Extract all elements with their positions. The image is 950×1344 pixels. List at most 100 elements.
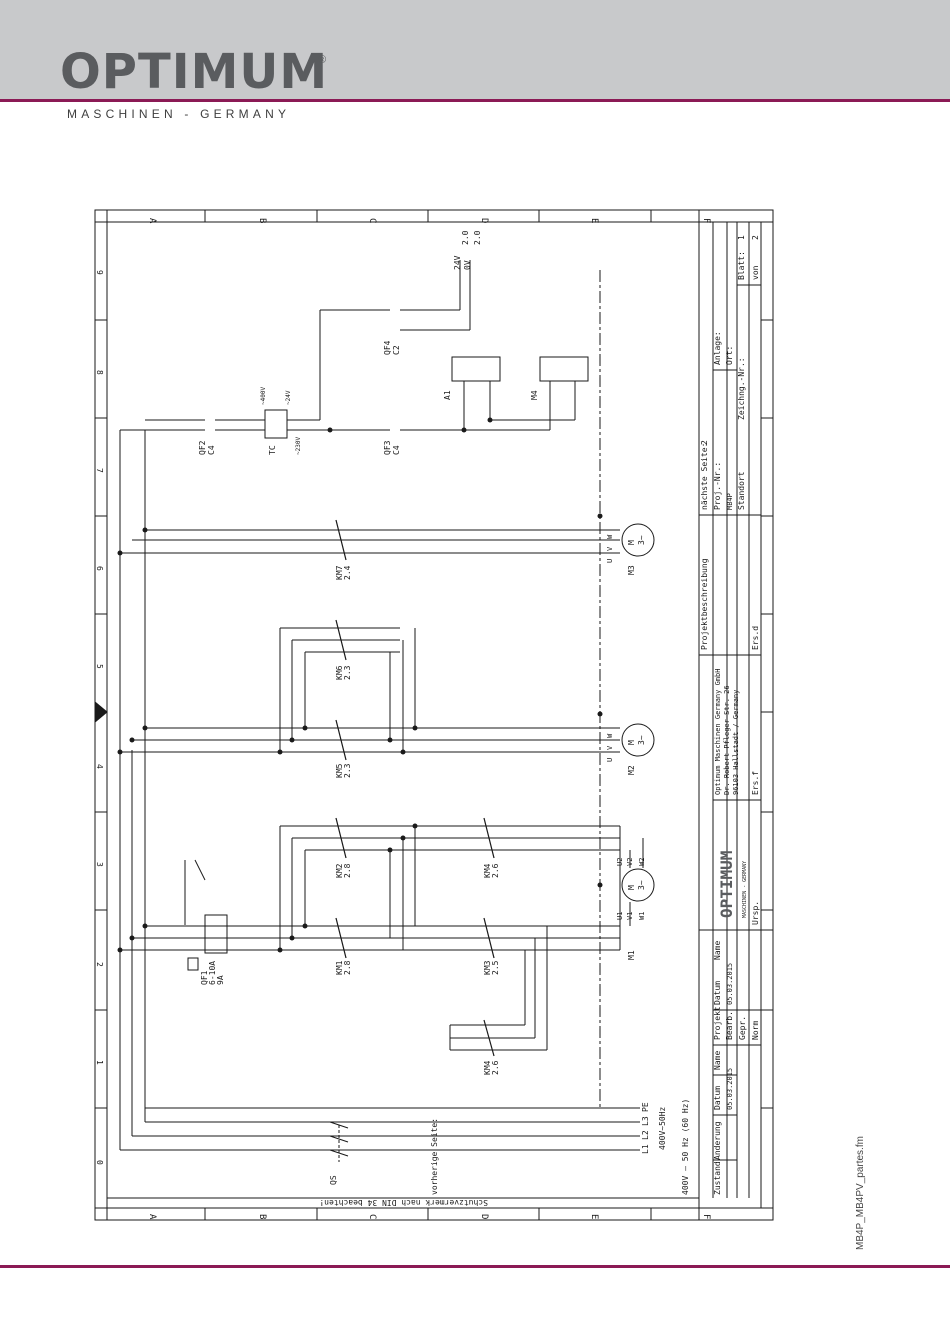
tb-blatt-number: 1 bbox=[737, 235, 746, 240]
km4b-ref: 2.6 bbox=[491, 1060, 500, 1075]
tb-next-page-label: vorherige Seite: bbox=[430, 1118, 439, 1195]
tb-logo: OPTIMUM bbox=[717, 851, 736, 918]
tb-name2: Name bbox=[713, 941, 722, 960]
motor-m1-phase: 3~ bbox=[637, 880, 646, 890]
column-number: 5 bbox=[95, 664, 104, 669]
tb-city: 96103 Hallstadt / Germany bbox=[732, 690, 740, 795]
tb-bearb-date: 05.03.2015 bbox=[726, 963, 734, 1005]
tb-zustand: Zustand bbox=[713, 1161, 722, 1195]
qf2-label: QF2 bbox=[198, 440, 207, 455]
zone-letter: B bbox=[257, 218, 267, 223]
tb-datum: Datum bbox=[713, 1086, 722, 1110]
zone-letter: E bbox=[589, 218, 599, 223]
column-number: 0 bbox=[95, 1160, 104, 1165]
qf1-label: QF1 bbox=[200, 970, 209, 985]
qf3-rating: C4 bbox=[392, 445, 401, 455]
motor-m1-label: M1 bbox=[627, 950, 636, 960]
phase-pe: PE bbox=[641, 1102, 650, 1112]
motor-m2-symbol: M bbox=[627, 740, 636, 745]
header-accent-line bbox=[0, 99, 950, 102]
km7-label: KM7 bbox=[335, 565, 344, 580]
column-number: 1 bbox=[95, 1060, 104, 1065]
motor-m3-symbol: M bbox=[627, 540, 636, 545]
out-24v-label: 24V bbox=[453, 255, 462, 270]
tb-aenderung: Änderung bbox=[712, 1121, 722, 1160]
m3-terminal-u: U bbox=[606, 559, 614, 563]
m1-terminal-v2: U2 bbox=[616, 858, 624, 866]
m4-label: M4 bbox=[530, 390, 539, 400]
motor-m1-symbol: M bbox=[627, 885, 636, 890]
qf1-rating: 6-10A bbox=[208, 961, 217, 985]
km1-ref: 2.8 bbox=[343, 960, 352, 975]
column-number: 7 bbox=[95, 468, 104, 473]
tb-anlage: Anlage: bbox=[713, 331, 722, 365]
tb-ort: Ort: bbox=[725, 346, 734, 365]
brand-tagline: MASCHINEN - GERMANY bbox=[67, 107, 291, 121]
page-header bbox=[0, 0, 950, 100]
zone-letters: A B C D E F A B C D E F bbox=[147, 218, 711, 1220]
transformer-primary: ~400V bbox=[260, 387, 267, 405]
column-number: 6 bbox=[95, 566, 104, 571]
tb-bearb: Bearb. bbox=[725, 1011, 734, 1040]
tb-projekt: Projekt bbox=[713, 1006, 722, 1040]
phase-l1: L1 bbox=[641, 1144, 650, 1154]
phase-l3: L3 bbox=[641, 1116, 650, 1126]
supply-voltage: 400V~50Hz bbox=[658, 1106, 667, 1150]
zone-letter: C bbox=[367, 218, 377, 223]
zone-letter: D bbox=[479, 218, 489, 223]
out-0v-label: 0V bbox=[463, 260, 472, 270]
m3-terminal-v: V bbox=[606, 546, 614, 551]
qf1-current: 9A bbox=[216, 975, 225, 985]
m1-terminal-w2: W2 bbox=[638, 858, 646, 866]
out-0v-ref: 2.0 bbox=[473, 230, 482, 245]
phase-l2: L2 bbox=[641, 1130, 650, 1140]
tb-location: Standort bbox=[737, 471, 746, 510]
km6-label: KM6 bbox=[335, 665, 344, 680]
qf2-rating: C4 bbox=[207, 445, 216, 455]
tb-logo-sub: MASCHINEN - GERMANY bbox=[742, 861, 748, 918]
column-number: 8 bbox=[95, 370, 104, 375]
m1-terminal-u2: V2 bbox=[626, 858, 634, 866]
zone-letter: F bbox=[701, 1214, 711, 1219]
tb-von: von bbox=[751, 265, 760, 280]
zone-letter: C bbox=[367, 1214, 377, 1219]
tb-gepr: Gepr. bbox=[738, 1016, 747, 1040]
motor-m3-label: M3 bbox=[627, 565, 636, 575]
transformer-secondary-230v: ~230V bbox=[295, 437, 302, 455]
m3-terminal-w: W bbox=[606, 534, 614, 539]
zone-letter: D bbox=[479, 1214, 489, 1219]
tb-next-page: nächste Seite: bbox=[700, 443, 709, 510]
zone-letter: F bbox=[701, 218, 711, 223]
file-name: MB4P_MB4PV_partes.fm bbox=[855, 1136, 866, 1250]
motor-m2-phase: 3~ bbox=[637, 735, 646, 745]
tb-ers-d: Ers.d bbox=[751, 626, 760, 650]
km3-ref: 2.5 bbox=[491, 960, 500, 975]
m1-terminal-w1: U1 bbox=[616, 912, 624, 920]
transformer-label: TC bbox=[268, 445, 277, 455]
tb-name: Name bbox=[713, 1051, 722, 1070]
tb-blatt: Blatt: bbox=[737, 251, 746, 280]
tb-ursp: Ursp. bbox=[751, 901, 760, 925]
motor-m3-phase: 3~ bbox=[637, 535, 646, 545]
copyright-note: Schutzvermerk nach DIN 34 beachten! bbox=[319, 1198, 488, 1207]
km1-label: KM1 bbox=[335, 960, 344, 975]
tb-datum2: Datum bbox=[713, 981, 722, 1005]
km4b-label: KM4 bbox=[483, 1060, 492, 1075]
tb-street: Dr.-Robert-Pfleger-Str. 26 bbox=[723, 685, 731, 795]
m2-terminal-w: W bbox=[606, 733, 614, 738]
km6-ref: 2.3 bbox=[343, 665, 352, 680]
tb-change-date: 05.03.2015 bbox=[726, 1068, 734, 1110]
motor-m2-label: M2 bbox=[627, 765, 636, 775]
a1-label: A1 bbox=[443, 390, 452, 400]
km2-ref: 2.8 bbox=[343, 863, 352, 878]
tb-project-number-label: Proj.-Nr.: bbox=[713, 462, 722, 510]
tb-ers-f: Ers.f bbox=[751, 771, 760, 795]
qf4-rating: C2 bbox=[392, 345, 401, 355]
km7-ref: 2.4 bbox=[343, 565, 352, 580]
m1-terminal-v1: V1 bbox=[626, 912, 634, 920]
qf3-label: QF3 bbox=[383, 440, 392, 455]
column-number: 4 bbox=[95, 764, 104, 769]
tb-drawing-number: Zeichng.-Nr.: bbox=[737, 357, 746, 420]
transformer-secondary-24v: ~24V bbox=[285, 390, 292, 405]
